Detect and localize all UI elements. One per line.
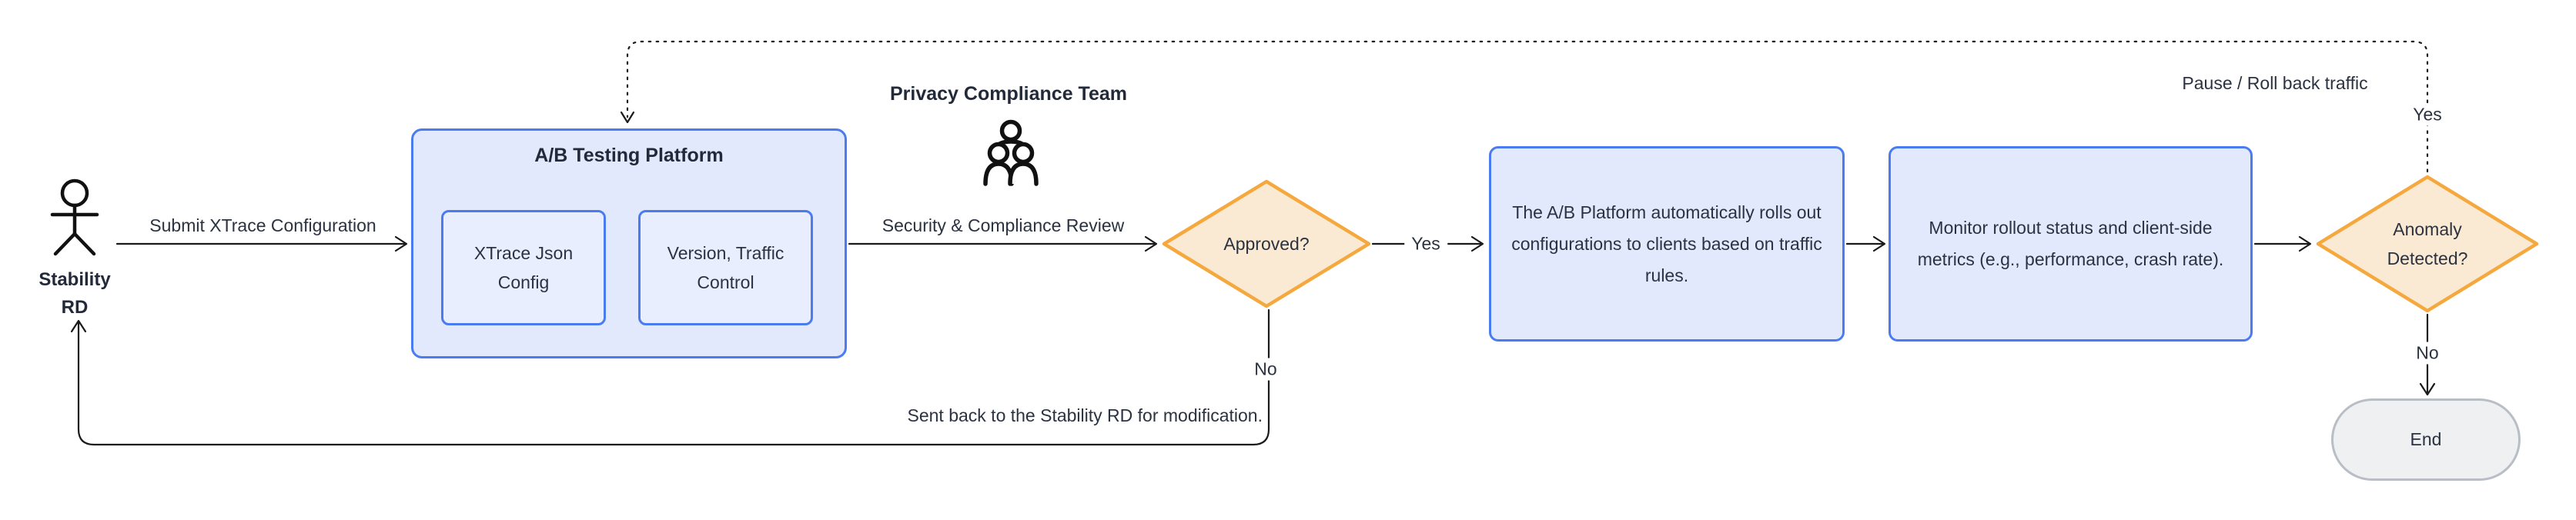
actor-icon	[50, 178, 99, 256]
edge-label-review: Security & Compliance Review	[882, 215, 1125, 235]
actor-name-line1: Stability	[38, 269, 111, 290]
edge-label-sent-back: Sent back to the Stability RD for modifi…	[907, 405, 1263, 425]
actor-name-line2: RD	[61, 297, 89, 318]
anomaly-diamond-shape	[2316, 175, 2539, 313]
edge-label-pause: Pause / Roll back traffic	[2182, 73, 2368, 93]
node-monitor-process: Monitor rollout status and client-side m…	[1889, 146, 2253, 342]
dotted-return-path	[620, 40, 2429, 173]
edge-label-anomaly-no: No	[2409, 342, 2446, 365]
anomaly-label: Anomaly Detected?	[2387, 219, 2468, 268]
node-version-traffic-control: Version, Traffic Control	[638, 210, 813, 325]
solid-arrows	[70, 235, 2436, 446]
edge-label-approved-yes: Yes	[1404, 232, 1447, 255]
edge-label-approved-no: No	[1247, 358, 1284, 381]
approved-diamond-shape	[1162, 179, 1371, 308]
edge-label-anomaly-yes: Yes	[2406, 103, 2449, 126]
ab-platform-title: A/B Testing Platform	[534, 145, 724, 166]
decision-approved: Approved?	[1162, 179, 1371, 308]
node-xtrace-json-config: XTrace Json Config	[441, 210, 606, 325]
decision-anomaly: Anomaly Detected?	[2316, 175, 2539, 313]
team-icon	[983, 119, 1039, 186]
edge-label-submit: Submit XTrace Configuration	[149, 215, 376, 235]
node-end: End	[2331, 398, 2521, 481]
approved-label: Approved?	[1223, 234, 1310, 254]
node-rollout-process: The A/B Platform automatically rolls out…	[1489, 146, 1845, 342]
privacy-team-title: Privacy Compliance Team	[889, 83, 1127, 105]
